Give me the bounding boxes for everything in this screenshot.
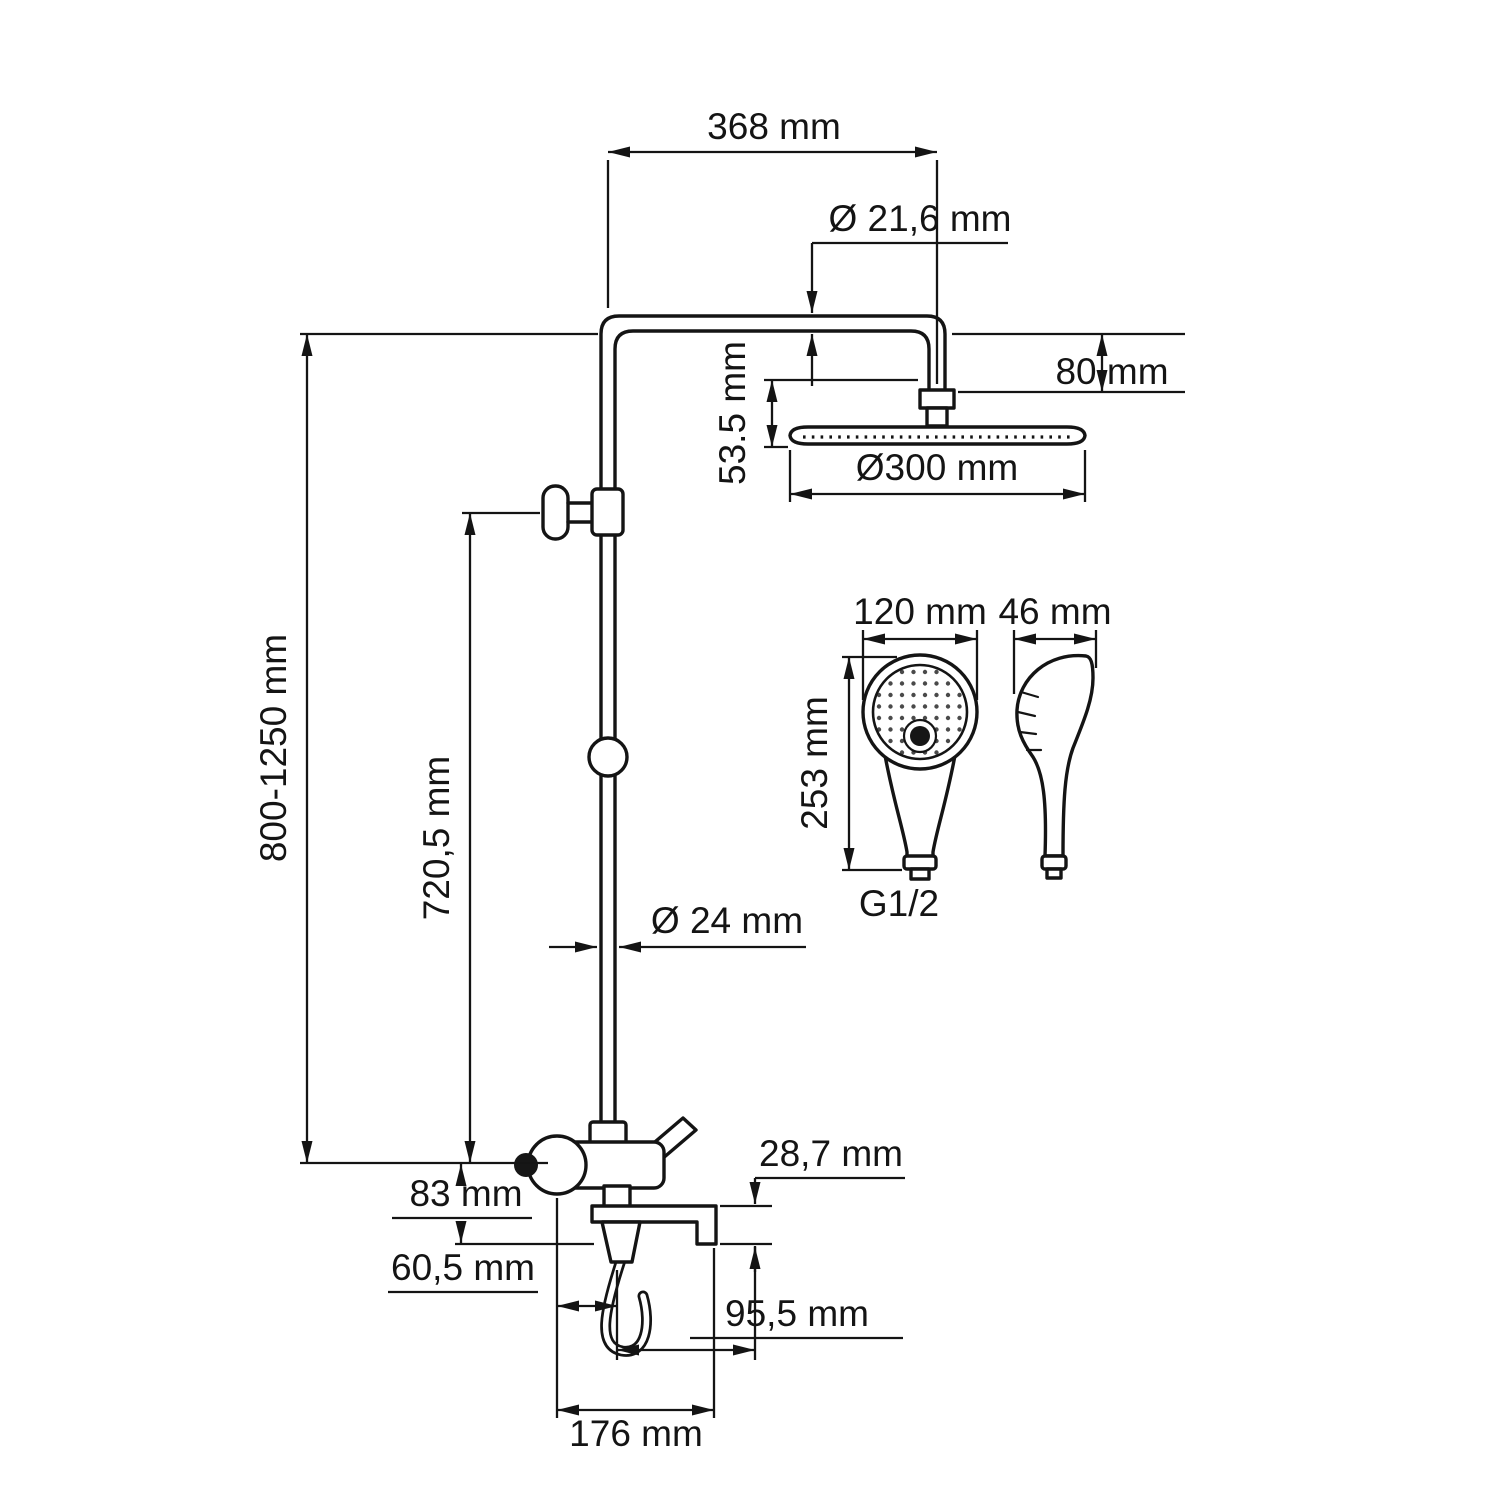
shower-column-and-arm [599,314,947,1124]
handshower-thread-stub [909,867,931,881]
dim-diameter-300: Ø300 mm [788,447,1087,502]
dim-720-5-label: 720,5 mm [416,756,457,921]
dim-28-7-label: 28,7 mm [759,1133,903,1174]
dim-diameter-24: Ø 24 mm [549,900,806,953]
dim-800-1250: 800-1250 mm [253,332,598,1165]
dim-60-5: 60,5 mm [388,1247,619,1360]
diverter-knob [514,1153,538,1177]
head-connector [918,388,956,410]
slider-knob [587,736,629,778]
handshower-connector [902,854,938,871]
dim-diameter-21-6: Ø 21,6 mm [806,198,1012,386]
dim-83: 83 mm [392,1164,594,1246]
spout [590,1204,718,1246]
head-neck [925,406,949,428]
hand-shower-holder [600,1220,642,1264]
dim-24-label: Ø 24 mm [651,900,803,941]
dim-253: 253 mm [794,655,902,872]
dim-120: 120 mm [853,591,987,700]
dim-368: 368 mm [606,106,939,384]
dim-60-5-label: 60,5 mm [391,1247,535,1288]
dim-83-label: 83 mm [409,1173,522,1214]
bracket-clamp [590,487,625,537]
dim-800-1250-label: 800-1250 mm [253,634,294,862]
column-outer-line [599,314,947,1124]
dim-95-5-label: 95,5 mm [725,1293,869,1334]
thread-size-label: G1/2 [859,883,939,924]
dim-80-label: 80 mm [1055,351,1168,392]
dim-300-label: Ø300 mm [856,447,1018,488]
dim-46: 46 mm [998,591,1112,694]
dim-120-label: 120 mm [853,591,987,632]
dim-21-6-label: Ø 21,6 mm [829,198,1012,239]
handshower-mode-button [910,726,930,746]
dim-80: 80 mm [952,332,1185,394]
dim-53-5: 53.5 mm [712,341,918,485]
wall-bracket [541,484,625,541]
dim-176-label: 176 mm [569,1413,703,1454]
dim-95-5: 95,5 mm [617,1246,903,1360]
dim-176: 176 mm [555,1198,716,1454]
overhead-shower [788,388,1087,446]
dim-46-label: 46 mm [998,591,1111,632]
mixer [514,1116,718,1246]
bracket-flange [541,484,570,541]
dim-720-5: 720,5 mm [416,511,540,1163]
column-inner-line [613,329,931,1124]
dim-368-label: 368 mm [707,106,841,147]
dim-53-5-label: 53.5 mm [712,341,753,485]
handshower-side-view [1015,653,1095,880]
handshower-front-view [861,653,979,881]
dim-28-7: 28,7 mm [720,1133,905,1272]
dim-253-label: 253 mm [794,696,835,830]
handshower-spray-face [871,663,969,761]
